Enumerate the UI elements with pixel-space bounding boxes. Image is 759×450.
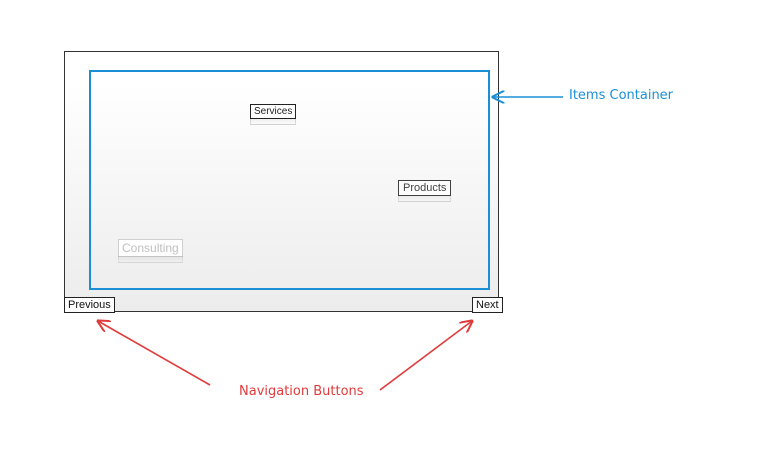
carousel-item-services-label: Services: [254, 106, 293, 117]
item-reflection: [250, 118, 297, 125]
navigation-buttons-label: Navigation Buttons: [239, 384, 364, 399]
carousel-item-consulting[interactable]: Consulting: [118, 239, 183, 263]
items-container-label: Items Container: [569, 88, 674, 103]
carousel-item-services[interactable]: Services: [250, 104, 297, 125]
carousel-item-products[interactable]: Products: [398, 180, 452, 202]
previous-button-arrow: [98, 321, 211, 386]
items-container-highlight: [89, 70, 490, 290]
item-reflection: [118, 256, 183, 263]
carousel-item-products-label: Products: [403, 182, 447, 194]
next-button[interactable]: Next: [472, 297, 503, 313]
previous-button[interactable]: Previous: [64, 297, 115, 313]
carousel-item-consulting-label: Consulting: [122, 241, 179, 255]
next-button-arrow: [379, 321, 472, 391]
item-reflection: [398, 195, 452, 202]
